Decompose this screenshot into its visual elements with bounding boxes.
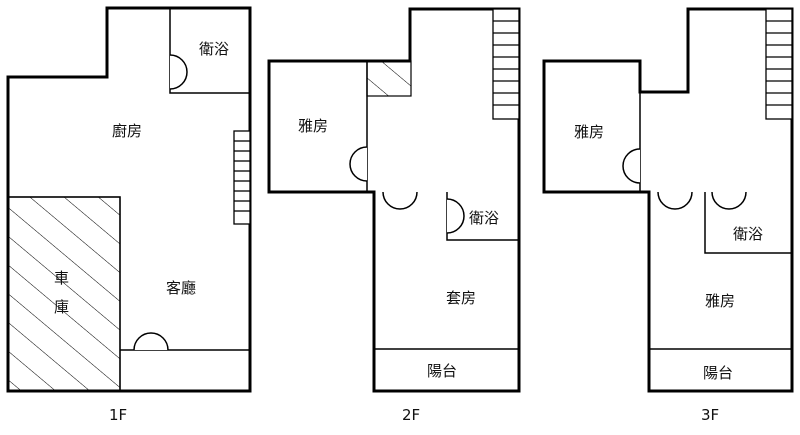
floor-3f-label: 3F	[701, 406, 719, 424]
floor-2f-outline	[267, 7, 521, 393]
floor-2f-bedroom-label: 雅房	[298, 117, 328, 135]
floor-2f-bathroom-label: 衛浴	[469, 209, 499, 227]
floor-3f-bathroom-label: 衛浴	[733, 225, 763, 243]
floor-1f-label: 1F	[109, 406, 127, 424]
floor-3f-bedroom-right-door	[657, 191, 693, 210]
floor-2f-suite-door	[382, 191, 418, 210]
floor-1f-bathroom-wall	[169, 8, 250, 94]
floor-2f-void-hatch	[366, 60, 412, 97]
floor-2f-stairs	[492, 8, 520, 120]
floor-1f: 衛浴 廚房 車 庫 客廳 1F	[6, 6, 252, 424]
floor-1f-kitchen-label: 廚房	[112, 122, 142, 140]
floor-1f-bathroom-door	[169, 54, 188, 90]
floor-1f-garage-label-1: 車	[54, 269, 69, 287]
floor-3f-balcony-label: 陽台	[703, 364, 733, 382]
floor-2f-bedroom-door	[349, 146, 368, 182]
floor-2f-bathroom-door	[446, 198, 465, 234]
floor-2f-suite-label: 套房	[446, 289, 476, 307]
floor-3f-bedroom-left-label: 雅房	[574, 123, 604, 141]
floor-2f: 雅房 衛浴 套房 陽台 2F	[267, 7, 521, 424]
floor-3f-bathroom-door	[711, 191, 747, 210]
floor-1f-garage-wall	[8, 196, 121, 391]
floor-1f-garage-label-2: 庫	[54, 298, 69, 316]
garage-hatch	[7, 196, 121, 392]
floor-3f-bedroom-door	[622, 148, 641, 184]
floor-3f-stairs	[765, 8, 793, 120]
floor-3f: 雅房 衛浴 雅房 陽台 3F	[542, 7, 794, 424]
floor-1f-outline	[6, 6, 252, 393]
floor-2f-balcony-label: 陽台	[427, 362, 457, 380]
floor-3f-bedroom-right-label: 雅房	[705, 292, 735, 310]
floor-1f-stairs	[233, 130, 251, 225]
floor-1f-bathroom-label: 衛浴	[199, 40, 229, 58]
floor-1f-entry-door	[133, 332, 169, 351]
floor-2f-label: 2F	[402, 406, 420, 424]
floor-1f-living-label: 客廳	[166, 279, 196, 297]
floor-3f-bathroom-wall	[704, 192, 792, 254]
